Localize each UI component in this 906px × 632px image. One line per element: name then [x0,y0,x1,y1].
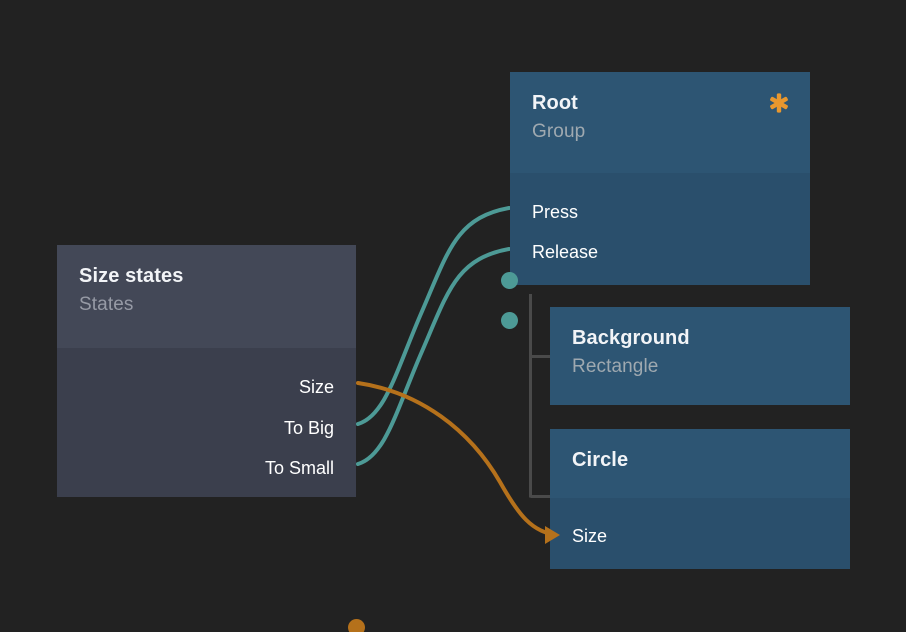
port-label-size-output: Size [298,377,334,397]
port-arrow-circle-size[interactable] [545,526,560,544]
node-size-states-body[interactable]: Size To Big To Small [57,348,356,497]
node-root-body[interactable]: Press Release [510,173,810,285]
port-row-to-big[interactable]: To Big [284,419,334,437]
port-row-root-release[interactable]: Release [532,243,598,261]
node-circle-header[interactable]: Circle [550,429,850,498]
port-dot-press[interactable] [501,272,518,289]
port-dot-size-output[interactable] [348,619,365,632]
port-label-circle-size: Size [572,526,608,546]
node-circle-title: Circle [572,449,629,471]
node-root-header[interactable]: Root Group [510,72,810,173]
node-circle[interactable]: Circle Size [545,429,850,569]
node-root-subtitle: Group [532,121,586,142]
asterisk-star-icon[interactable] [768,92,790,114]
wire-press-to-to-big [356,206,511,426]
port-label-press: Press [532,202,579,222]
port-label-to-big: To Big [283,418,334,438]
port-label-release: Release [532,242,599,262]
node-size-states-header[interactable]: Size states States [57,245,356,348]
node-circle-body[interactable]: Size [550,498,850,569]
wire-release-to-to-small [356,247,511,466]
node-root[interactable]: Root Group Press Release [501,72,810,329]
node-size-states[interactable]: Size states States Size To Big To Small [57,245,365,632]
node-root-title: Root [532,92,578,114]
port-dot-release[interactable] [501,312,518,329]
port-row-size-output[interactable]: Size [299,378,334,396]
node-background-title: Background [572,327,690,349]
port-row-root-press[interactable]: Press [532,203,578,221]
node-background-header[interactable]: Background Rectangle [550,307,850,405]
port-row-to-small[interactable]: To Small [265,459,334,477]
port-label-to-small: To Small [264,458,334,478]
node-background[interactable]: Background Rectangle [550,307,850,405]
node-size-states-title: Size states [79,265,184,287]
wire-size-to-circle-size [356,381,560,537]
node-background-subtitle: Rectangle [572,356,659,377]
port-row-circle-size[interactable]: Size [572,527,607,545]
node-size-states-subtitle: States [79,294,134,315]
